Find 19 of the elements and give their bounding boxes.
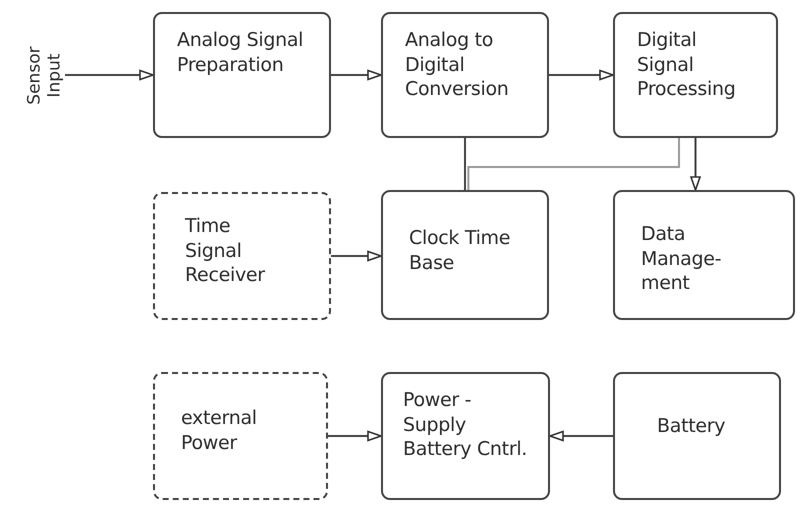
arrow <box>65 70 154 80</box>
connector-line <box>464 138 466 190</box>
arrow <box>549 430 613 442</box>
connector-line <box>467 138 680 190</box>
arrow <box>690 138 701 191</box>
arrow <box>328 430 382 442</box>
arrow <box>331 250 382 262</box>
process-block: Battery <box>613 372 781 500</box>
process-block: Analog Signal Preparation <box>153 12 331 138</box>
dashed-block: external Power <box>153 372 328 500</box>
arrow <box>331 70 382 80</box>
process-block: Power - Supply Battery Cntrl. <box>381 372 550 500</box>
process-block: Analog to Digital Conversion <box>381 12 549 138</box>
process-block: Data Manage- ment <box>613 190 795 320</box>
process-block: Digital Signal Processing <box>613 12 778 138</box>
process-block: Clock Time Base <box>381 190 549 320</box>
dashed-block: Time Signal Receiver <box>153 192 331 320</box>
sensor-input-label: Sensor Input <box>25 40 65 112</box>
arrow <box>549 70 614 80</box>
